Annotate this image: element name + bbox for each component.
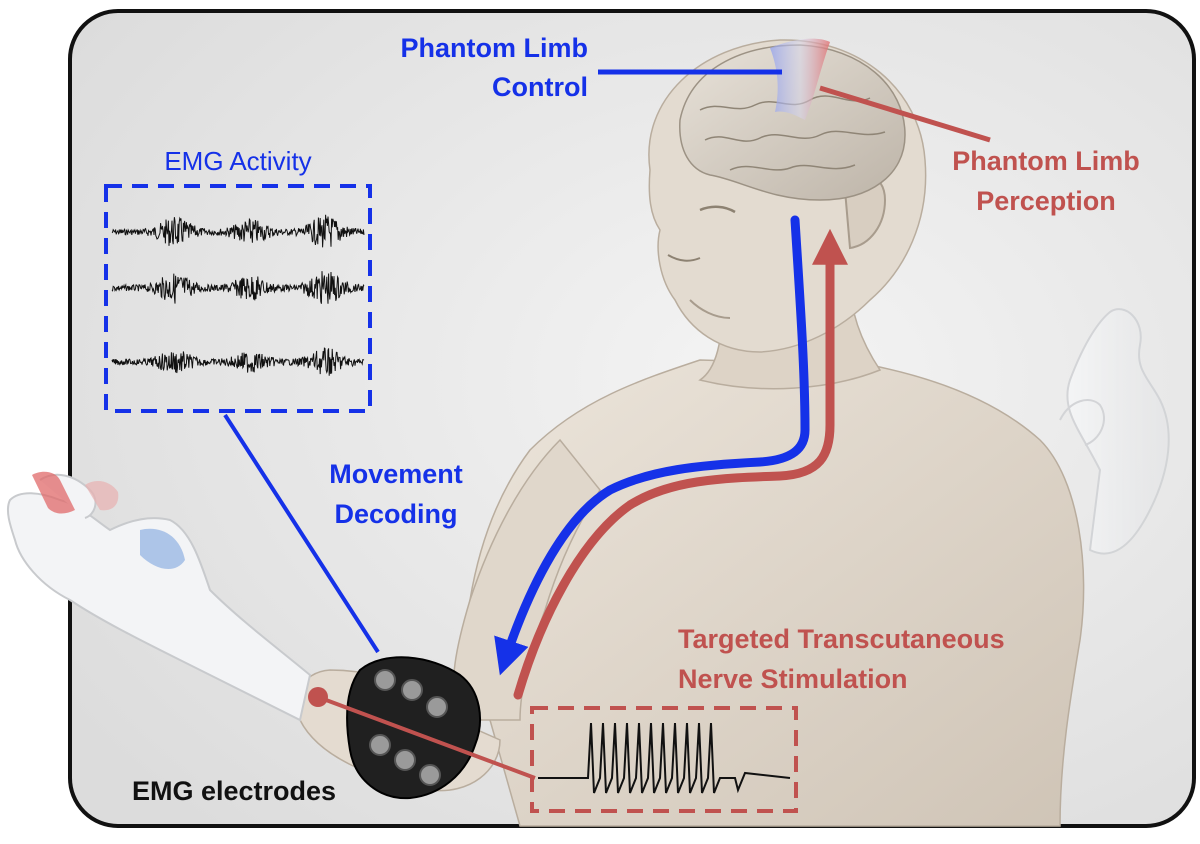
emg-activity-label: EMG Activity — [164, 146, 311, 176]
electrode-5 — [394, 749, 416, 771]
phantom-hand-left — [6, 471, 312, 722]
stimulation-label-2: Nerve Stimulation — [678, 664, 908, 694]
red-perception-arrow — [513, 228, 848, 700]
phantom-control-label-1: Phantom Limb — [401, 33, 589, 63]
emg-electrodes-label: EMG electrodes — [132, 776, 336, 806]
stim-pulse-trace — [538, 722, 791, 794]
phantom-control-label-2: Control — [492, 72, 588, 102]
phantom-perception-label-2: Perception — [976, 186, 1116, 216]
emg-connector — [223, 413, 380, 654]
cortex-strip — [770, 38, 830, 120]
phantom-perception-label-1: Phantom Limb — [952, 146, 1140, 176]
stim-point — [308, 687, 328, 707]
electrode-1 — [374, 669, 396, 691]
blue-control-arrow — [494, 215, 810, 676]
emg-trace-3 — [111, 347, 365, 376]
emg-trace-1 — [111, 214, 365, 248]
stim-connector — [317, 695, 536, 780]
electrode-2 — [401, 679, 423, 701]
movement-decoding-label-1: Movement — [329, 459, 463, 489]
stim-box — [530, 706, 798, 813]
stimulation-label-1: Targeted Transcutaneous — [678, 624, 1005, 654]
emg-traces — [111, 214, 365, 376]
electrode-4 — [369, 734, 391, 756]
electrode-3 — [426, 696, 448, 718]
phantom-hand-right — [1059, 308, 1170, 555]
brain — [679, 38, 906, 201]
emg-box — [104, 184, 372, 413]
emg-trace-2 — [111, 271, 365, 304]
emg-electrode-band — [346, 656, 481, 800]
movement-decoding-label-2: Decoding — [334, 499, 457, 529]
perception-connector — [819, 85, 991, 143]
electrode-6 — [419, 764, 441, 786]
